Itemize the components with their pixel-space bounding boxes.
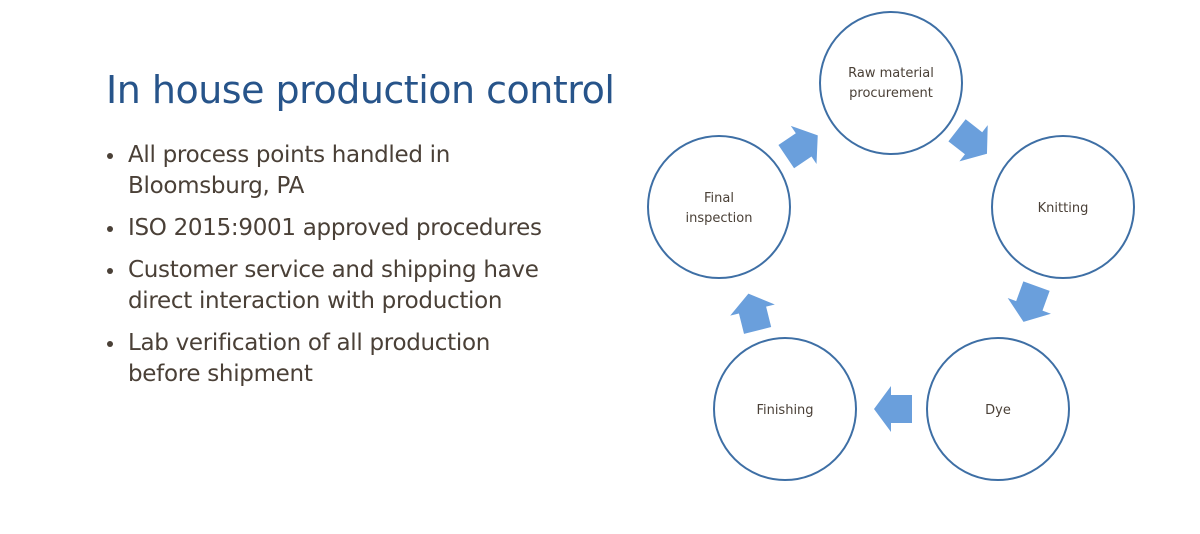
- arrow-knitting-to-dye-icon: [1001, 278, 1059, 330]
- arrow-dye-to-finishing-icon: [874, 386, 912, 432]
- node-raw-material-procurement: Raw material procurement: [819, 11, 963, 155]
- bullet-line: Bloomsburg, PA: [128, 173, 305, 199]
- bullet-line: Customer service and shipping have: [128, 257, 539, 283]
- arrow-finishing-to-inspection-icon: [726, 288, 780, 336]
- node-dye: Dye: [926, 337, 1070, 481]
- bullet-item: All process points handled in Bloomsburg…: [104, 140, 594, 202]
- node-label: Dye: [985, 403, 1011, 418]
- bullet-line: Lab verification of all production: [128, 330, 490, 356]
- bullet-dot-icon: [107, 153, 113, 159]
- bullet-item: ISO 2015:9001 approved procedures: [104, 213, 594, 244]
- node-label: procurement: [849, 86, 933, 101]
- bullet-line: direct interaction with production: [128, 288, 503, 314]
- bullet-line: All process points handled in: [128, 142, 451, 168]
- node-final-inspection: Final inspection: [647, 135, 791, 279]
- node-label: Final: [704, 191, 734, 206]
- bullet-line: before shipment: [128, 361, 313, 387]
- node-label: Raw material: [848, 66, 934, 81]
- node-label: inspection: [686, 211, 753, 226]
- bullet-line: ISO 2015:9001 approved procedures: [128, 215, 542, 241]
- slide-title: In house production control: [106, 68, 615, 112]
- node-knitting: Knitting: [991, 135, 1135, 279]
- node-finishing: Finishing: [713, 337, 857, 481]
- bullet-item: Lab verification of all production befor…: [104, 328, 594, 390]
- bullet-dot-icon: [107, 226, 113, 232]
- bullet-list: All process points handled in Bloomsburg…: [104, 140, 594, 401]
- node-label: Finishing: [756, 403, 813, 418]
- node-label: Knitting: [1038, 201, 1089, 216]
- arrow-inspection-to-raw-icon: [773, 116, 831, 176]
- bullet-dot-icon: [107, 268, 113, 274]
- bullet-item: Customer service and shipping have direc…: [104, 255, 594, 317]
- bullet-dot-icon: [107, 341, 113, 347]
